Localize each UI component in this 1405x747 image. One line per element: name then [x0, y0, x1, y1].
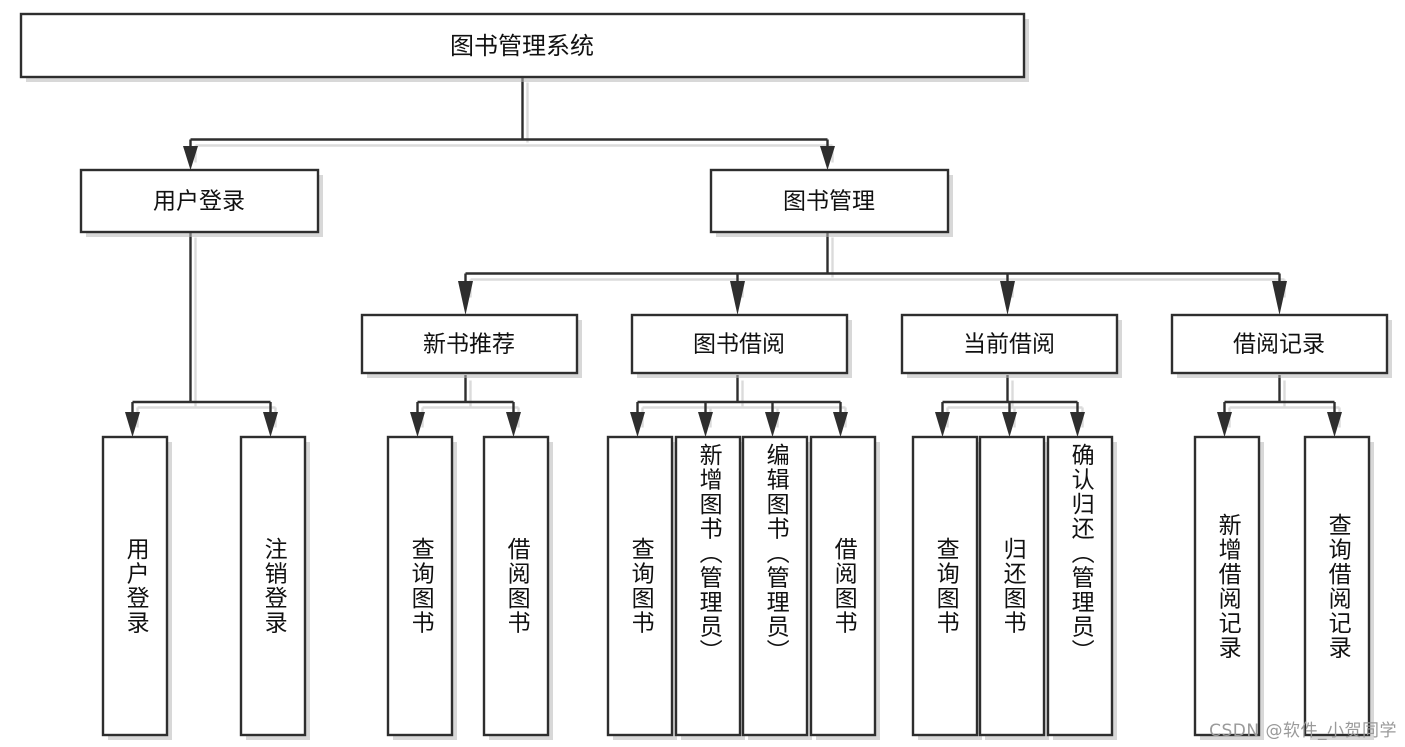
node-borrow-record-label: 借阅记录	[1233, 332, 1325, 358]
node-book-borrow-label: 图书借阅	[693, 332, 785, 358]
node-book-management-box[interactable]	[709, 168, 950, 234]
arrow-head-icon	[730, 281, 745, 315]
connector-group	[125, 78, 1342, 437]
edge-shadow-root	[194, 82, 834, 163]
arrow-head-icon	[1217, 412, 1232, 437]
edge-shadow-newbook	[421, 380, 520, 428]
edge-shadow-record	[1228, 380, 1341, 428]
leaf-user-login-box[interactable]	[101, 435, 169, 737]
node-root-label: 图书管理系统	[450, 32, 594, 60]
node-book-management-label: 图书管理	[783, 189, 875, 215]
node-new-book-recommend-label: 新书推荐	[423, 332, 515, 358]
arrow-head-icon	[1000, 281, 1015, 315]
leaf-edit-book-box[interactable]	[741, 435, 809, 737]
edge-record-to-leaves	[1223, 375, 1336, 423]
node-borrow-record-box[interactable]	[1170, 313, 1389, 375]
arrow-head-icon	[698, 412, 713, 437]
edge-userlogin-to-leaves	[131, 232, 272, 423]
leaf-query-book-current-box[interactable]	[911, 435, 979, 737]
edge-bookmgmt-to-level2	[464, 232, 1281, 292]
edge-bookborrow-to-leaves	[636, 375, 842, 423]
arrow-head-icon	[458, 281, 473, 315]
arrow-head-icon	[183, 146, 198, 170]
node-root-box[interactable]	[19, 12, 1026, 79]
leaf-add-borrow-record-box[interactable]	[1193, 435, 1261, 737]
arrow-head-icon	[833, 412, 848, 437]
leaf-query-borrow-record-box[interactable]	[1303, 435, 1371, 737]
arrow-head-icon	[506, 412, 521, 437]
node-current-borrow-box[interactable]	[900, 313, 1119, 375]
node-book-borrow-box[interactable]	[630, 313, 849, 375]
node-new-book-recommend-box[interactable]	[360, 313, 579, 375]
arrow-head-icon	[765, 412, 780, 437]
arrow-head-icon	[1002, 412, 1017, 437]
arrow-head-icon	[263, 412, 278, 437]
edge-shadow-bookmgmt	[469, 237, 1286, 298]
edge-root-to-level1	[189, 78, 829, 158]
node-current-borrow-label: 当前借阅	[963, 332, 1055, 358]
watermark-text: CSDN @软件_小贺同学	[1209, 721, 1397, 741]
arrow-head-icon	[410, 412, 425, 437]
node-group: 图书管理系统 用户登录 图书管理 新书推荐 图书借阅 当前借阅 借阅记录	[19, 12, 1392, 740]
node-user-login-label: 用户登录	[153, 189, 245, 215]
arrow-head-icon	[1327, 412, 1342, 437]
edge-newbook-to-leaves	[416, 375, 515, 423]
leaf-query-book-rec-box[interactable]	[386, 435, 454, 737]
leaf-logout-box[interactable]	[239, 435, 307, 737]
node-user-login-box[interactable]	[79, 168, 320, 234]
leaf-add-book-box[interactable]	[674, 435, 742, 737]
edge-shadow-borrow	[641, 380, 847, 428]
leaf-return-book-box[interactable]	[978, 435, 1046, 737]
edge-shadow-user	[136, 237, 277, 428]
arrow-head-icon	[820, 146, 835, 170]
arrow-head-icon	[630, 412, 645, 437]
arrow-head-icon	[1272, 281, 1287, 315]
leaf-query-book-borrow-box[interactable]	[606, 435, 674, 737]
leaf-borrow-book-rec-box[interactable]	[482, 435, 550, 737]
arrow-head-icon	[1070, 412, 1085, 437]
edge-shadow-current	[946, 380, 1084, 428]
arrow-head-icon	[125, 412, 140, 437]
leaf-confirm-return-box[interactable]	[1046, 435, 1114, 737]
arrow-head-icon	[935, 412, 950, 437]
leaf-borrow-book-box[interactable]	[809, 435, 877, 737]
